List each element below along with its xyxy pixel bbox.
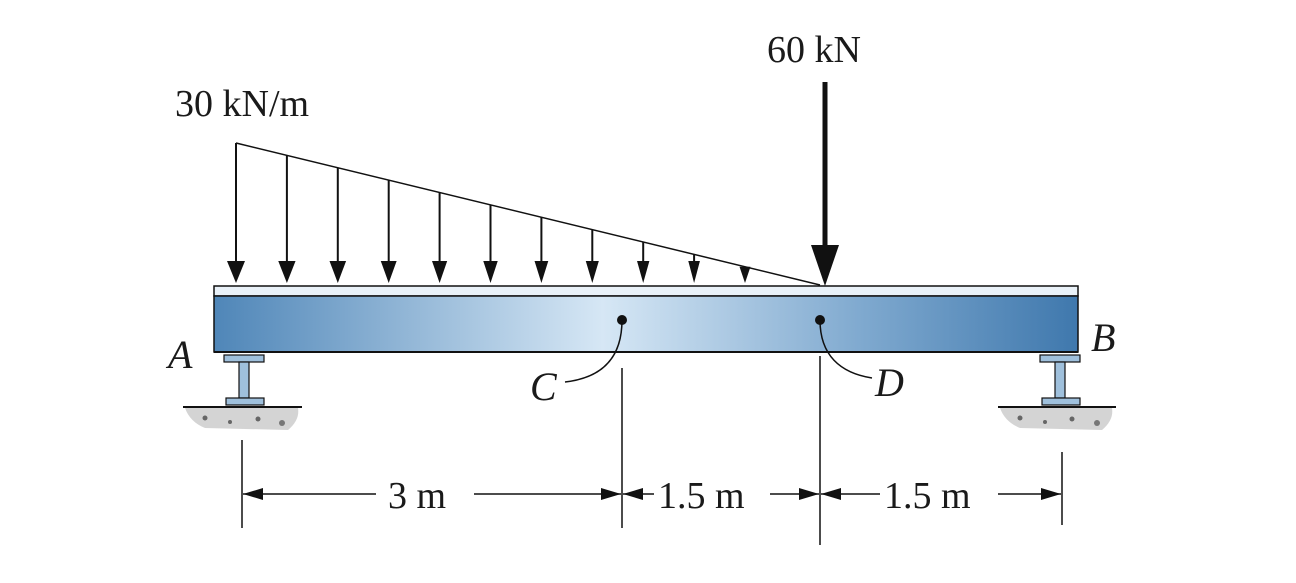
load-arrow-head — [483, 261, 498, 283]
point-d-leader — [819, 319, 873, 379]
dimension-label-ac: 3 m — [388, 475, 446, 517]
load-arrow-head — [534, 261, 549, 283]
point-load-label: 60 kN — [767, 29, 861, 71]
load-arrow-head — [739, 266, 751, 283]
load-arrow-head — [380, 261, 397, 283]
load-arrow-head — [585, 261, 599, 283]
left-ground — [185, 408, 299, 430]
load-arrow-head — [227, 261, 245, 283]
distributed-load — [227, 142, 821, 286]
dimension-label-cd: 1.5 m — [658, 475, 745, 517]
load-arrow-head — [432, 261, 448, 283]
dimension-label-db: 1.5 m — [884, 475, 971, 517]
load-arrow-head — [278, 261, 296, 283]
right-ground — [1000, 408, 1113, 430]
beam — [213, 285, 1079, 353]
load-top-line — [235, 142, 821, 286]
point-load — [811, 82, 839, 286]
distributed-load-label: 30 kN/m — [175, 83, 309, 125]
beam-web — [213, 295, 1079, 353]
load-arrow-head — [637, 261, 650, 283]
point-load-arrowhead — [811, 245, 839, 286]
dimension-extension-lines — [241, 356, 1063, 545]
load-arrow-head — [329, 261, 347, 283]
dimension-lines — [243, 488, 1061, 500]
load-arrow-head — [688, 261, 700, 283]
left-support — [183, 354, 302, 430]
point-a-label: A — [165, 332, 193, 377]
point-c-label: C — [530, 364, 558, 409]
point-b-label: B — [1091, 315, 1115, 360]
right-support — [998, 354, 1116, 430]
point-d-label: D — [874, 360, 904, 405]
point-c-leader — [564, 319, 623, 383]
load-arrows — [227, 143, 751, 283]
beam-top-flange — [213, 285, 1079, 297]
